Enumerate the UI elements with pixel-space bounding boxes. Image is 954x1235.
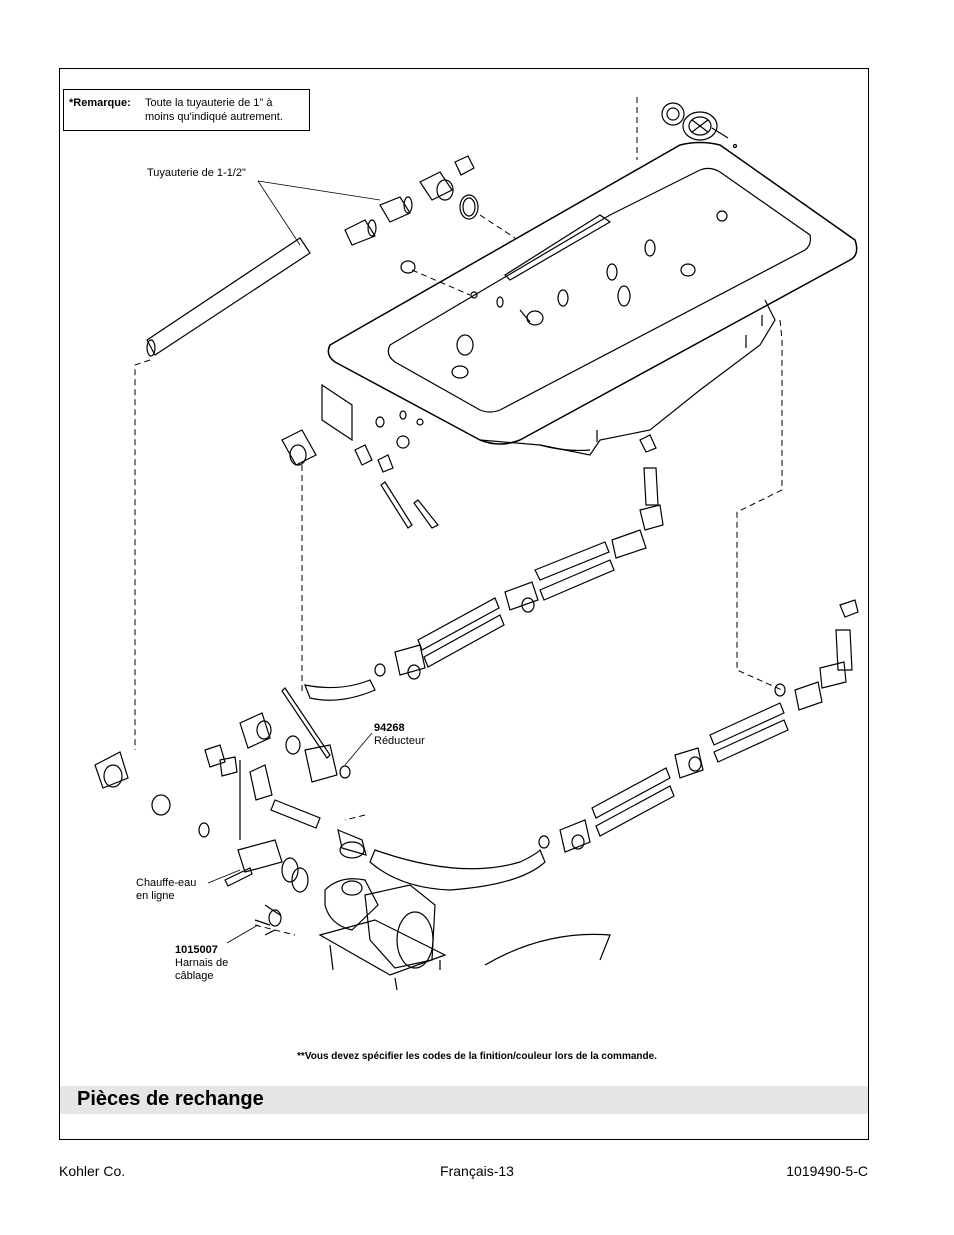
heater-callout: Chauffe-eau en ligne (136, 877, 196, 903)
pump-motor (254, 829, 611, 991)
reducer-code: 94268 (374, 722, 405, 734)
assembly-lines (134, 97, 783, 936)
note-text-line1: Toute la tuyauterie de 1" à (145, 97, 273, 109)
harness-code: 1015007 (175, 944, 218, 956)
piping-note-box: *Remarque: Toute la tuyauterie de 1" à m… (63, 89, 310, 131)
note-text-line2: moins qu'indiqué autrement. (145, 111, 283, 123)
intake-cover (661, 102, 738, 149)
harness-callout: 1015007 Harnais de câblage (175, 944, 228, 983)
footer-company: Kohler Co. (59, 1163, 126, 1179)
reducer-callout: 94268 Réducteur (374, 722, 425, 748)
long-pipe (146, 237, 311, 357)
footer-document-number: 1019490-5-C (786, 1163, 868, 1179)
jet-plumbing (304, 434, 859, 891)
bathtub (327, 141, 858, 456)
diagram-frame (59, 68, 869, 1140)
heater-line2: en ligne (136, 890, 175, 902)
pump-valve-assembly (281, 383, 439, 529)
top-fittings (344, 155, 544, 379)
pump-fittings (94, 687, 351, 893)
note-label: *Remarque: (69, 97, 131, 109)
pipe-callout: Tuyauterie de 1-1/2" (147, 167, 246, 179)
reducer-name: Réducteur (374, 735, 425, 747)
note-text: Toute la tuyauterie de 1" à moins qu'ind… (145, 96, 305, 124)
heater-line1: Chauffe-eau (136, 877, 197, 889)
callout-leaders (207, 180, 381, 944)
section-header: Pièces de rechange (60, 1086, 868, 1114)
harness-line2: câblage (175, 970, 214, 982)
finish-code-footnote: **Vous devez spécifier les codes de la f… (297, 1051, 657, 1062)
harness-line1: Harnais de (175, 957, 229, 969)
footer-page-number: Français-13 (440, 1163, 514, 1179)
section-title: Pièces de rechange (77, 1088, 264, 1110)
